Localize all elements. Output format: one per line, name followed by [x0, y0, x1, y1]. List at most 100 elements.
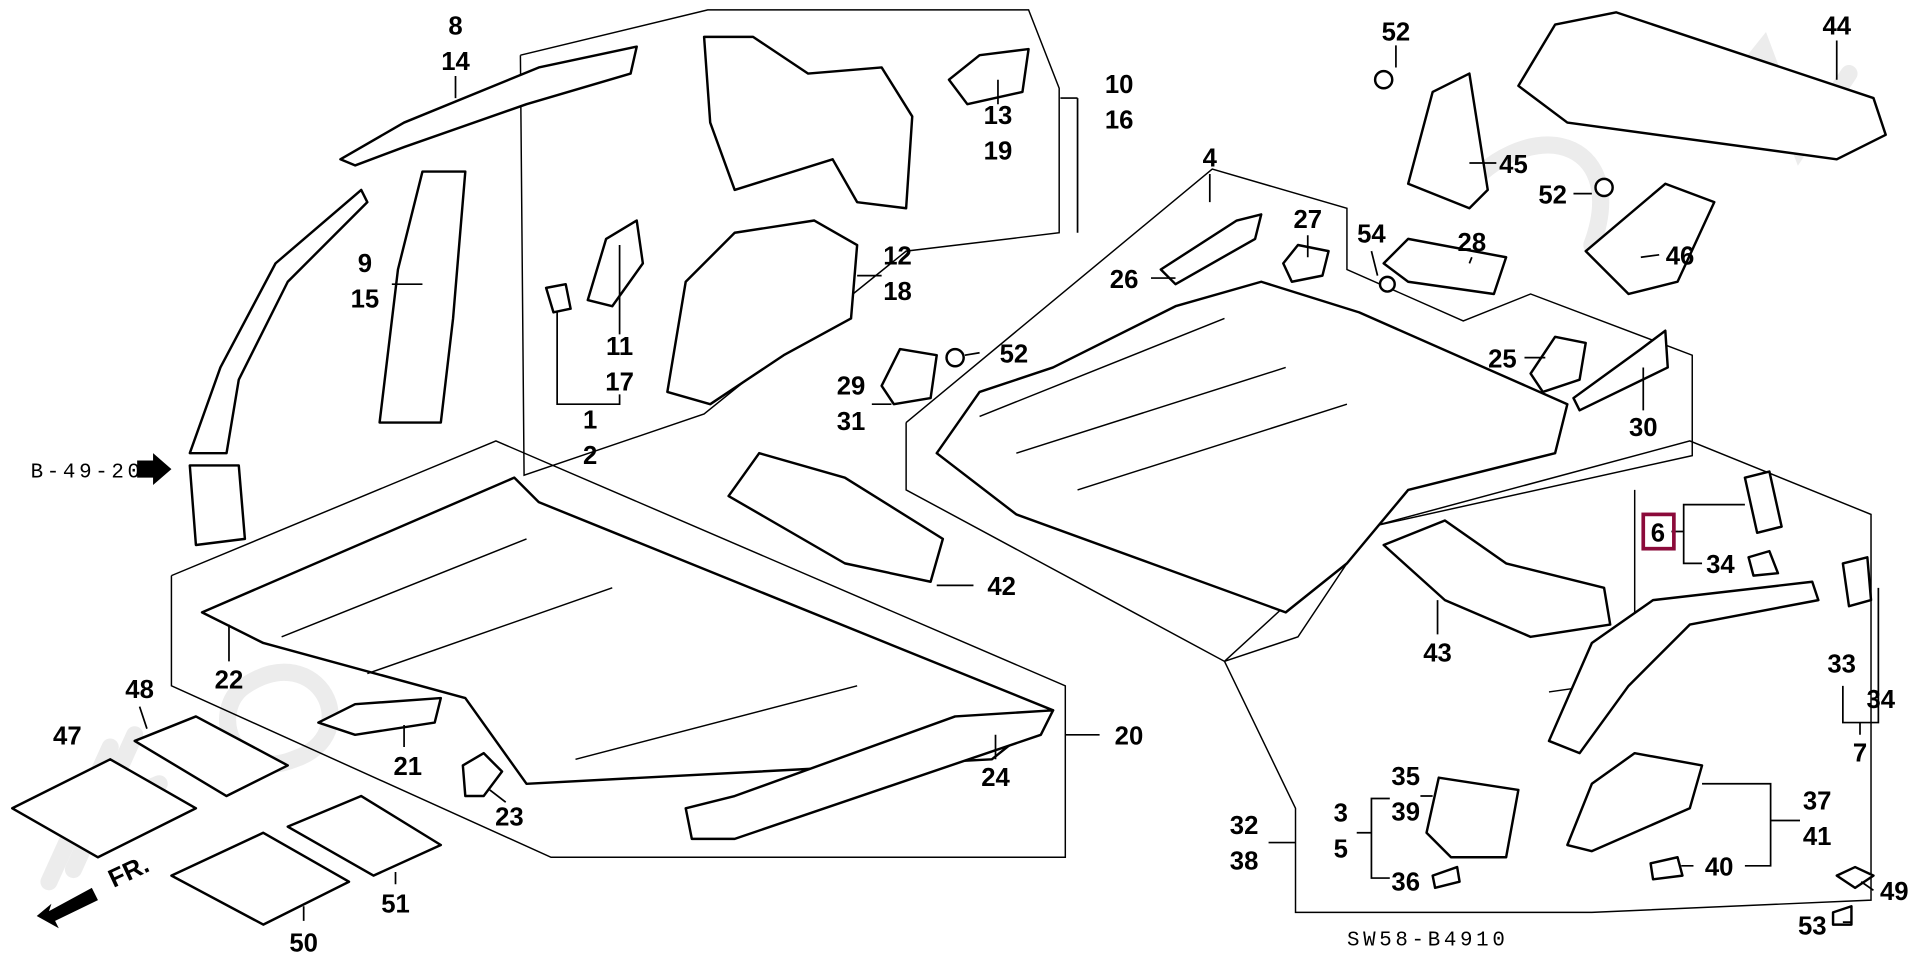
callout-11[interactable]: 11	[606, 333, 633, 361]
part-extension-35	[1425, 776, 1520, 859]
part-crossmember-42	[727, 451, 945, 583]
part-bracket-33	[1841, 556, 1873, 608]
callout-18[interactable]: 18	[883, 278, 912, 306]
front-label: FR.	[104, 851, 153, 894]
part-rail-26	[1159, 213, 1263, 286]
callout-22[interactable]: 22	[215, 666, 244, 694]
part-stiffener-11	[586, 219, 645, 308]
callout-52[interactable]: 52	[1538, 181, 1567, 209]
callout-50[interactable]: 50	[289, 930, 318, 958]
callout-25[interactable]: 25	[1488, 345, 1517, 373]
callout-21[interactable]: 21	[393, 753, 422, 781]
callout-10[interactable]: 10	[1105, 71, 1134, 99]
callout-51[interactable]: 51	[381, 890, 410, 918]
callout-34[interactable]: 34	[1706, 551, 1735, 579]
callout-47[interactable]: 47	[53, 723, 82, 751]
callout-41[interactable]: 41	[1803, 823, 1832, 851]
part-upper-pillar	[339, 45, 638, 167]
callout-1[interactable]: 1	[583, 407, 597, 435]
part-clip-34	[1747, 549, 1780, 577]
part-floor-37	[1566, 751, 1704, 853]
part-rear-floor-4	[935, 280, 1569, 614]
part-rear-shelf-44	[1517, 11, 1887, 161]
callout-5[interactable]: 5	[1334, 835, 1348, 863]
callout-26[interactable]: 26	[1110, 266, 1139, 294]
callout-17[interactable]: 17	[605, 369, 634, 397]
callout-30[interactable]: 30	[1629, 414, 1658, 442]
callout-13[interactable]: 13	[984, 102, 1013, 130]
part-pillar-lower	[188, 464, 247, 547]
parts	[11, 11, 1887, 926]
part-clip-36	[1431, 865, 1461, 890]
part-wheelarch-12	[666, 219, 859, 406]
callout-23[interactable]: 23	[495, 803, 524, 831]
part-center-pillar	[378, 170, 467, 424]
part-clip-49	[1835, 865, 1875, 890]
callout-28[interactable]: 28	[1458, 229, 1487, 257]
callout-52[interactable]: 52	[1000, 341, 1029, 369]
callout-20[interactable]: 20	[1115, 723, 1144, 751]
callout-16[interactable]: 16	[1105, 107, 1134, 135]
part-sill-24	[684, 709, 1055, 841]
callout-37[interactable]: 37	[1803, 788, 1832, 816]
callout-6[interactable]: 6	[1651, 519, 1665, 547]
part-mat-51	[286, 794, 443, 877]
callout-33[interactable]: 33	[1827, 650, 1856, 678]
callout-39[interactable]: 39	[1391, 799, 1420, 827]
callout-2[interactable]: 2	[583, 442, 597, 470]
callout-46[interactable]: 46	[1666, 243, 1695, 271]
callout-15[interactable]: 15	[351, 285, 380, 313]
callout-43[interactable]: 43	[1423, 639, 1452, 667]
part-panel-28	[1382, 237, 1508, 296]
front-arrow-icon	[36, 887, 98, 929]
part-mat-47	[11, 758, 198, 859]
callout-34[interactable]: 34	[1867, 686, 1896, 714]
part-front-pillar	[188, 188, 369, 455]
callout-38[interactable]: 38	[1230, 848, 1259, 876]
callout-53[interactable]: 53	[1798, 912, 1827, 940]
part-wheelhouse	[702, 35, 914, 210]
part-bracket-29	[880, 347, 938, 406]
part-clip-40	[1649, 856, 1684, 881]
leader-lines	[138, 40, 1880, 924]
callout-42[interactable]: 42	[987, 573, 1016, 601]
callout-44[interactable]: 44	[1822, 12, 1851, 40]
callout-27[interactable]: 27	[1293, 206, 1322, 234]
callout-48[interactable]: 48	[125, 676, 154, 704]
callout-12[interactable]: 12	[883, 243, 912, 271]
highlight-box-part-6	[1641, 512, 1676, 551]
part-bracket-25	[1529, 335, 1587, 394]
part-front-floor-20	[200, 476, 1055, 786]
part-gusset-45	[1406, 72, 1489, 210]
part-clip-1	[544, 282, 572, 314]
callout-4[interactable]: 4	[1203, 145, 1218, 173]
part-bolt-52c	[945, 347, 965, 368]
reference-label[interactable]: B-49-20	[31, 462, 144, 485]
callout-52[interactable]: 52	[1382, 19, 1411, 47]
diagram-code: SW58-B4910	[1347, 929, 1509, 952]
callout-36[interactable]: 36	[1391, 868, 1420, 896]
callout-19[interactable]: 19	[984, 137, 1013, 165]
callout-3[interactable]: 3	[1334, 800, 1348, 828]
callout-14[interactable]: 14	[441, 48, 470, 76]
callout-29[interactable]: 29	[837, 372, 866, 400]
callout-7[interactable]: 7	[1853, 740, 1867, 768]
part-bolt-52b	[1594, 177, 1614, 198]
callout-32[interactable]: 32	[1230, 812, 1259, 840]
callout-9[interactable]: 9	[358, 250, 372, 278]
callout-31[interactable]: 31	[837, 408, 866, 436]
part-nut-54	[1378, 275, 1396, 293]
callout-24[interactable]: 24	[981, 764, 1010, 792]
part-bracket-6	[1743, 470, 1783, 534]
part-bracket-13	[947, 47, 1030, 106]
callout-35[interactable]: 35	[1391, 763, 1420, 791]
part-bolt-52a	[1373, 69, 1394, 90]
part-mat-50	[170, 831, 351, 926]
callout-45[interactable]: 45	[1499, 151, 1528, 179]
callout-54[interactable]: 54	[1357, 221, 1386, 249]
callout-49[interactable]: 49	[1880, 878, 1909, 906]
callout-40[interactable]: 40	[1705, 854, 1734, 882]
callout-8[interactable]: 8	[448, 12, 462, 40]
